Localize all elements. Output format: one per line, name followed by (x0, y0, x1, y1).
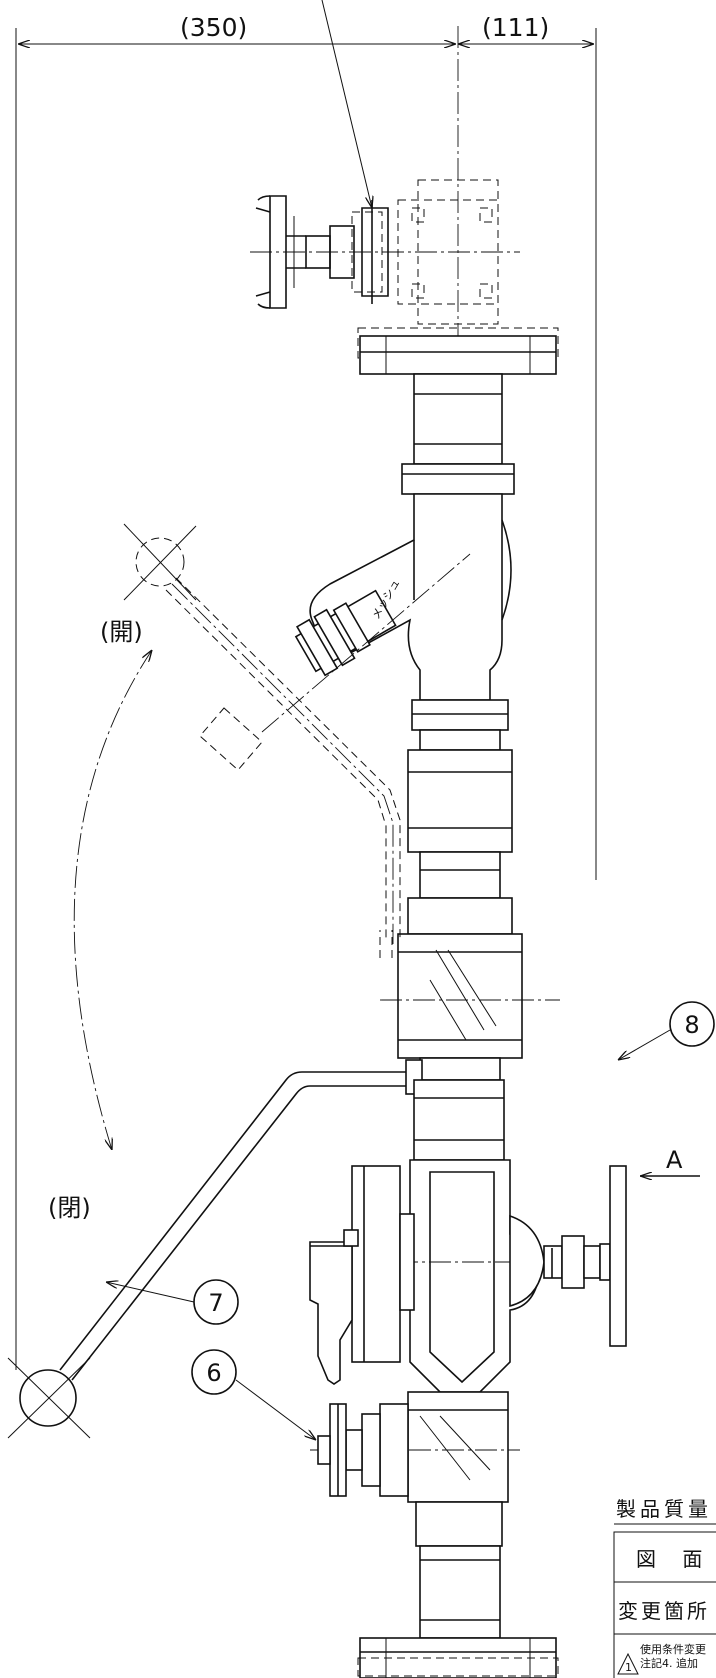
title-block-note-line2: 注記4. 追加 (640, 1656, 698, 1670)
title-block-heading: 製品質量 (616, 1497, 712, 1521)
title-block-note-line1: 使用条件変更 (640, 1642, 706, 1656)
balloon-7-number: 7 (208, 1289, 223, 1317)
side-check-valve: A (509, 1146, 700, 1347)
top-gate-valve (250, 179, 520, 325)
closed-label: (閉) (48, 1194, 91, 1222)
tee-fitting (309, 1079, 620, 1393)
title-block: 製品質量 図 面 変更箇所 1 使用条件変更 注記4. 追加 (613, 1497, 716, 1678)
valve-handle-closed (7, 1071, 406, 1439)
title-block-change-row: 変更箇所 (618, 1599, 710, 1623)
balloon-6-number: 6 (206, 1359, 221, 1387)
open-label: (開) (100, 618, 143, 646)
valve-handle-open (123, 523, 401, 944)
title-block-drawing-row: 図 面 (636, 1547, 712, 1571)
drain-valve (310, 1391, 520, 1503)
view-a-label: A (666, 1146, 683, 1174)
revision-mark: 1 (625, 1661, 632, 1674)
balloon-8-number: 8 (684, 1011, 699, 1039)
dimension-right-label: (111) (482, 13, 549, 42)
upper-nipple (401, 373, 515, 495)
bottom-flange (357, 1501, 559, 1678)
middle-nipples (407, 699, 513, 935)
rotation-arc: (開) (閉) (48, 618, 152, 1222)
balloon-7: 7 (106, 1279, 239, 1325)
y-strainer: メッシュ (199, 493, 512, 771)
top-flange (357, 327, 559, 375)
dimension-left-label: (350) (180, 13, 247, 42)
balloon-6: 6 (191, 1349, 316, 1440)
ball-valve-body (379, 930, 560, 1095)
balloon-8: 8 (618, 1001, 715, 1060)
dimension-group: (350) (111) (15, 0, 597, 1370)
